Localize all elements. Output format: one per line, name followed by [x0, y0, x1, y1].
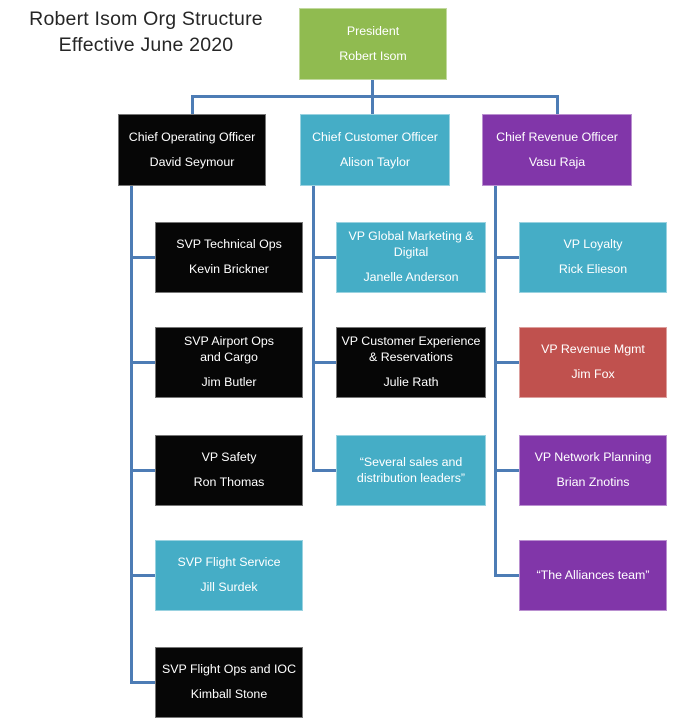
connector-stub-left-4 — [130, 574, 155, 577]
org-node-vp-customer-experience: VP Customer Experience & Reservations Ju… — [336, 327, 486, 398]
connector-stub-right-4 — [494, 574, 519, 577]
person-name: Jill Surdek — [200, 580, 258, 594]
role-title: Chief Operating Officer — [128, 129, 256, 144]
org-node-cco: Chief Customer Officer Alison Taylor — [300, 114, 450, 186]
role-title: VP Safety — [201, 450, 257, 465]
connector-stub-right-2 — [494, 361, 519, 364]
person-name: Kimball Stone — [190, 687, 268, 701]
page-title: Robert Isom Org Structure Effective June… — [4, 6, 288, 58]
person-name: Rick Elieson — [558, 262, 628, 276]
connector-hang-right — [494, 186, 497, 577]
role-title: VP Network Planning — [534, 450, 652, 465]
person-name: Kevin Brickner — [189, 262, 269, 276]
person-name: Jim Butler — [201, 374, 257, 389]
org-node-svp-airport-ops: SVP Airport Ops and Cargo Jim Butler — [155, 327, 303, 398]
connector-drop-coo — [191, 95, 194, 114]
person-name: Jim Fox — [571, 367, 615, 381]
connector-stub-right-3 — [494, 469, 519, 472]
person-name: Brian Znotins — [556, 475, 630, 489]
connector-bus — [191, 95, 559, 98]
role-title: SVP Flight Service — [177, 555, 281, 570]
connector-hang-mid — [312, 186, 315, 472]
role-title: Chief Customer Officer — [312, 129, 438, 144]
org-node-svp-flight-ops: SVP Flight Ops and IOC Kimball Stone — [155, 647, 303, 718]
role-title: “The Alliances team” — [536, 567, 650, 582]
role-title: VP Revenue Mgmt — [541, 342, 645, 357]
connector-stub-left-1 — [130, 256, 155, 259]
org-node-cro: Chief Revenue Officer Vasu Raja — [482, 114, 632, 186]
connector-hang-left — [130, 186, 133, 684]
role-title: “Several sales and distribution leaders” — [356, 454, 466, 485]
person-name: David Seymour — [149, 154, 235, 169]
person-name: Julie Rath — [383, 374, 439, 389]
org-node-vp-global-marketing: VP Global Marketing & Digital Janelle An… — [336, 222, 486, 293]
connector-stub-right-1 — [494, 256, 519, 259]
connector-stub-mid-3 — [312, 469, 336, 472]
role-title: VP Customer Experience & Reservations — [341, 334, 481, 365]
org-node-svp-technical-ops: SVP Technical Ops Kevin Brickner — [155, 222, 303, 293]
org-node-vp-network-planning: VP Network Planning Brian Znotins — [519, 435, 667, 506]
connector-stub-left-2 — [130, 361, 155, 364]
org-node-president: President Robert Isom — [299, 8, 447, 80]
role-title: VP Global Marketing & Digital — [348, 229, 474, 260]
person-name: Ron Thomas — [193, 475, 265, 489]
connector-stub-left-3 — [130, 469, 155, 472]
page-title-line2: Effective June 2020 — [58, 34, 234, 56]
org-node-alliances-team: “The Alliances team” — [519, 540, 667, 611]
connector-stub-mid-2 — [312, 361, 336, 364]
role-title: President — [346, 23, 400, 38]
org-node-coo: Chief Operating Officer David Seymour — [118, 114, 266, 186]
role-title: SVP Flight Ops and IOC — [161, 662, 297, 677]
page-title-line1: Robert Isom Org Structure — [29, 8, 263, 30]
role-title: Chief Revenue Officer — [496, 129, 618, 144]
role-title: SVP Airport Ops and Cargo — [184, 334, 274, 365]
org-node-vp-safety: VP Safety Ron Thomas — [155, 435, 303, 506]
org-node-vp-revenue-mgmt: VP Revenue Mgmt Jim Fox — [519, 327, 667, 398]
role-title: VP Loyalty — [563, 237, 623, 252]
connector-stub-left-5 — [130, 681, 155, 684]
person-name: Robert Isom — [339, 48, 407, 63]
person-name: Vasu Raja — [528, 154, 586, 169]
person-name: Janelle Anderson — [363, 269, 459, 284]
person-name: Alison Taylor — [339, 154, 411, 169]
connector-stub-mid-1 — [312, 256, 336, 259]
org-node-vp-loyalty: VP Loyalty Rick Elieson — [519, 222, 667, 293]
org-node-sales-leaders: “Several sales and distribution leaders” — [336, 435, 486, 506]
org-node-svp-flight-service: SVP Flight Service Jill Surdek — [155, 540, 303, 611]
role-title: SVP Technical Ops — [176, 237, 282, 252]
connector-drop-cro — [556, 95, 559, 114]
